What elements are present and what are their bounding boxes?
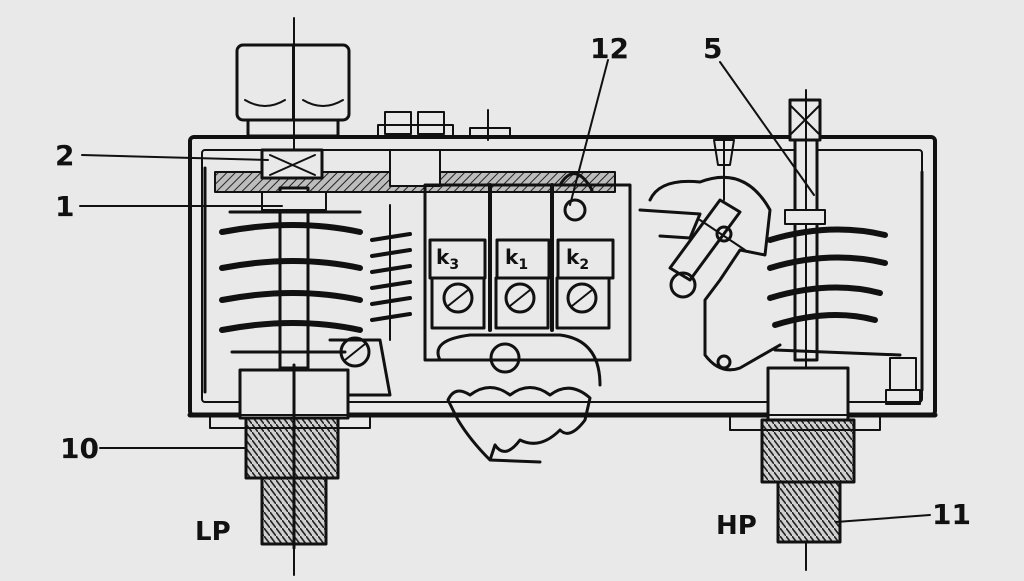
callout-1: 1 [55,190,74,223]
lp-fitting [209,363,371,550]
hp-fitting [729,366,881,544]
central-bellows [446,386,592,464]
lp-bracket [328,336,392,397]
callout-12: 12 [590,32,629,65]
lp-port-label: LP [195,517,231,547]
top-screws [377,109,511,187]
hp-lever-pivot [715,225,733,243]
leader-12 [569,59,609,206]
contact-label-k3: k3 [436,245,459,273]
callout-10: 10 [60,432,99,465]
hp-mechanism [638,139,782,372]
hp-terminal [885,357,921,405]
leader-5 [719,61,815,196]
range-nut [260,148,324,180]
terminal-screw-k3 [442,282,474,314]
lp-spindle [278,186,310,370]
contact-label-k1: k1 [505,245,528,273]
hp-port-label: HP [716,511,757,541]
callout-2: 2 [55,139,74,172]
contact-pivot [563,198,587,222]
leader-lines [79,59,931,523]
lp-main-spring [219,210,363,354]
hp-main-spring [767,226,902,357]
callout-5: 5 [703,32,722,65]
terminal-screw-k1 [504,282,536,314]
contact-block [423,172,632,387]
hp-spindle [784,89,826,571]
leader-11 [835,514,931,523]
differential-spring [370,204,412,341]
terminal-screw-k2 [566,282,598,314]
leader-2 [81,154,269,161]
contact-label-k2: k2 [566,245,589,273]
callout-11: 11 [932,498,971,531]
